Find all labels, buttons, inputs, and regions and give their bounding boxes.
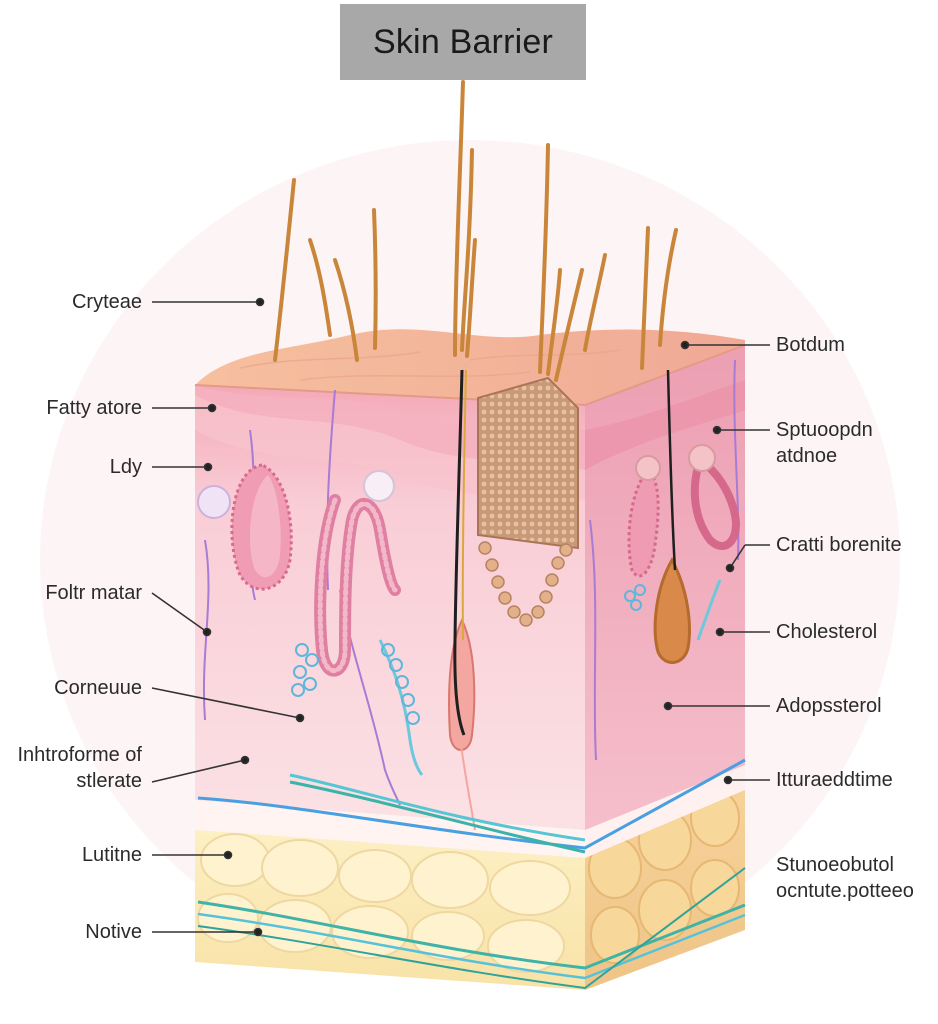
label-botdum: Botdum (776, 334, 845, 356)
label-notive: Notive (85, 921, 142, 943)
label-sptuoopdn: Sptuoopdn atdnoe (776, 419, 873, 467)
leader-lines (151, 297, 770, 937)
label-foltr-matar: Foltr matar (45, 582, 142, 604)
label-itturaeddtime: Itturaeddtime (776, 769, 893, 791)
label-cratti-borenite: Cratti borenite (776, 534, 902, 556)
label-stunoeobutol: Stunoeobutol ocntute.potteeo (776, 854, 914, 902)
glands (230, 444, 740, 677)
label-cholesterol: Cholesterol (776, 621, 878, 643)
label-lutitne: Lutitne (81, 844, 142, 866)
lymph-nodes (197, 470, 395, 519)
hair-shafts (273, 80, 678, 382)
label-ldy: Ldy (109, 456, 142, 478)
skin-surface (195, 329, 745, 405)
label-inhtroforme: Inhtroforme of stlerate (17, 744, 142, 792)
diagram-title: Skin Barrier (372, 22, 553, 61)
fat-layer (195, 789, 746, 990)
corneocyte-block (477, 376, 579, 627)
title-box: Skin Barrier (340, 4, 586, 80)
main-hair-follicle (453, 369, 466, 736)
label-adopssterol: Adopssterol (776, 695, 882, 717)
label-cryteae: Cryteae (71, 291, 142, 313)
cell-clusters (291, 584, 646, 725)
label-fatty-atore: Fatty atore (46, 397, 142, 419)
label-corneuue: Corneuue (54, 677, 142, 699)
